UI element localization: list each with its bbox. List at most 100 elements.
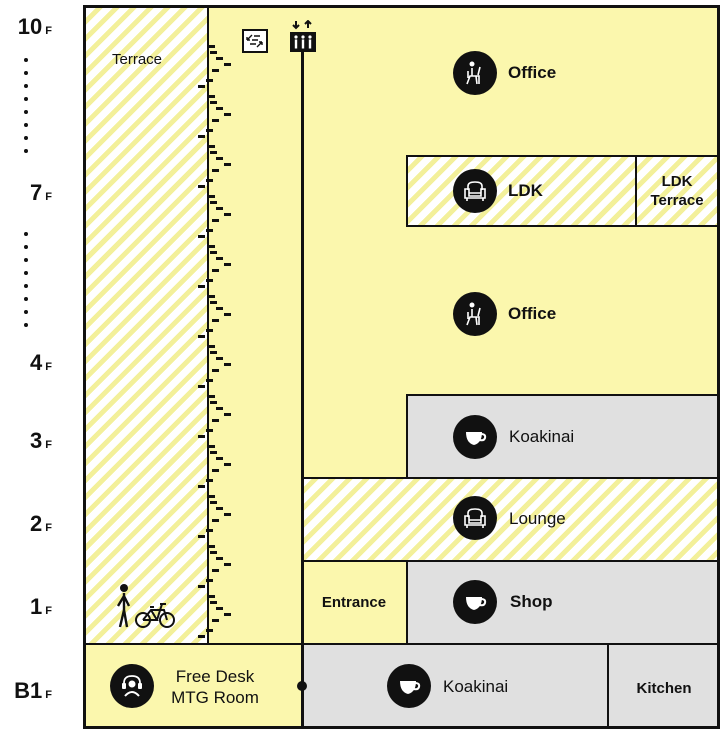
stair-step	[208, 295, 215, 298]
floor-number: 4	[30, 350, 43, 375]
stair-step	[208, 345, 215, 348]
stair-step	[210, 451, 217, 454]
bicycle-icon	[135, 603, 175, 628]
stair-step	[208, 145, 215, 148]
stair-step	[206, 329, 213, 332]
stair-step	[206, 279, 213, 282]
floor-ellipsis-lower	[24, 232, 30, 336]
office-upper-label: Office	[508, 63, 557, 82]
stair-step	[224, 113, 231, 116]
stair-step	[210, 401, 217, 404]
stair-step	[208, 545, 215, 548]
desk-worker-icon	[453, 292, 497, 336]
ldk-terrace-label-line2: Terrace	[650, 192, 704, 209]
stair-step	[216, 357, 223, 360]
kitchen-label: Kitchen	[636, 680, 692, 697]
stair-step	[212, 319, 219, 322]
entrance-area[interactable]	[302, 560, 406, 643]
office-lower-label: Office	[508, 304, 557, 323]
stair-step	[212, 569, 219, 572]
stair-step	[208, 95, 215, 98]
stair-step	[212, 369, 219, 372]
ldk-terrace-room[interactable]	[635, 155, 717, 227]
ldk-room[interactable]	[406, 155, 635, 227]
stair-step	[224, 613, 231, 616]
stair-step	[210, 201, 217, 204]
stair-step	[212, 269, 219, 272]
stair-step	[224, 163, 231, 166]
free-desk-label-line2: MTG Room	[171, 688, 259, 707]
stair-step	[206, 179, 213, 182]
stair-step	[224, 313, 231, 316]
stair-step	[224, 463, 231, 466]
stair-step	[198, 335, 205, 338]
stair-step	[206, 629, 213, 632]
stair-step	[206, 529, 213, 532]
stair-step	[210, 301, 217, 304]
stair-step	[208, 495, 215, 498]
floor-suffix: F	[45, 605, 52, 617]
stair-step	[212, 169, 219, 172]
stair-step	[210, 151, 217, 154]
stair-step	[198, 85, 205, 88]
stair-step	[206, 129, 213, 132]
floor-suffix: F	[45, 361, 52, 373]
stair-step	[224, 513, 231, 516]
stair-step	[208, 245, 215, 248]
pedestrian-icon	[116, 584, 175, 628]
shop-label: Shop	[510, 592, 553, 611]
stair-step	[198, 485, 205, 488]
floor-ellipsis-upper	[24, 58, 30, 162]
headset-person-icon	[110, 664, 154, 708]
kitchen-room[interactable]	[607, 643, 717, 726]
stair-step	[216, 457, 223, 460]
stair-step	[198, 635, 205, 638]
stair-step	[210, 501, 217, 504]
stair-step	[198, 235, 205, 238]
koakinai-b1-room[interactable]	[302, 643, 607, 726]
floor-suffix: F	[45, 689, 52, 701]
building-outline	[83, 5, 720, 729]
lounge-room[interactable]	[302, 477, 717, 560]
staircase-wall	[207, 5, 209, 643]
floor-number: 1	[30, 594, 43, 619]
stair-step	[224, 63, 231, 66]
stair-step	[224, 413, 231, 416]
stair-step	[210, 51, 217, 54]
stair-step	[212, 219, 219, 222]
stair-step	[208, 445, 215, 448]
stair-step	[206, 229, 213, 232]
stair-step	[198, 135, 205, 138]
stair-step	[216, 107, 223, 110]
stair-step	[210, 101, 217, 104]
stair-step	[216, 307, 223, 310]
koakinai-b1-label: Koakinai	[443, 677, 509, 696]
stair-step	[216, 157, 223, 160]
stair-step	[212, 469, 219, 472]
terrace-label: Terrace	[112, 51, 163, 68]
stair-step	[212, 519, 219, 522]
stair-step	[206, 79, 213, 82]
floor-suffix: F	[45, 25, 52, 37]
stair-step	[210, 551, 217, 554]
floor-number: 7	[30, 180, 43, 205]
stair-step	[216, 57, 223, 60]
stair-step	[212, 119, 219, 122]
koakinai-3f-label: Koakinai	[509, 427, 575, 446]
armchair-icon	[453, 496, 497, 540]
coffee-cup-icon	[387, 664, 431, 708]
terrace-area[interactable]	[86, 8, 208, 643]
stair-step	[210, 601, 217, 604]
stair-step	[212, 619, 219, 622]
stairs-sign-icon	[242, 29, 268, 53]
stair-step	[198, 285, 205, 288]
coffee-cup-icon	[453, 415, 497, 459]
floor-number: 10	[17, 14, 43, 39]
stair-step	[216, 507, 223, 510]
